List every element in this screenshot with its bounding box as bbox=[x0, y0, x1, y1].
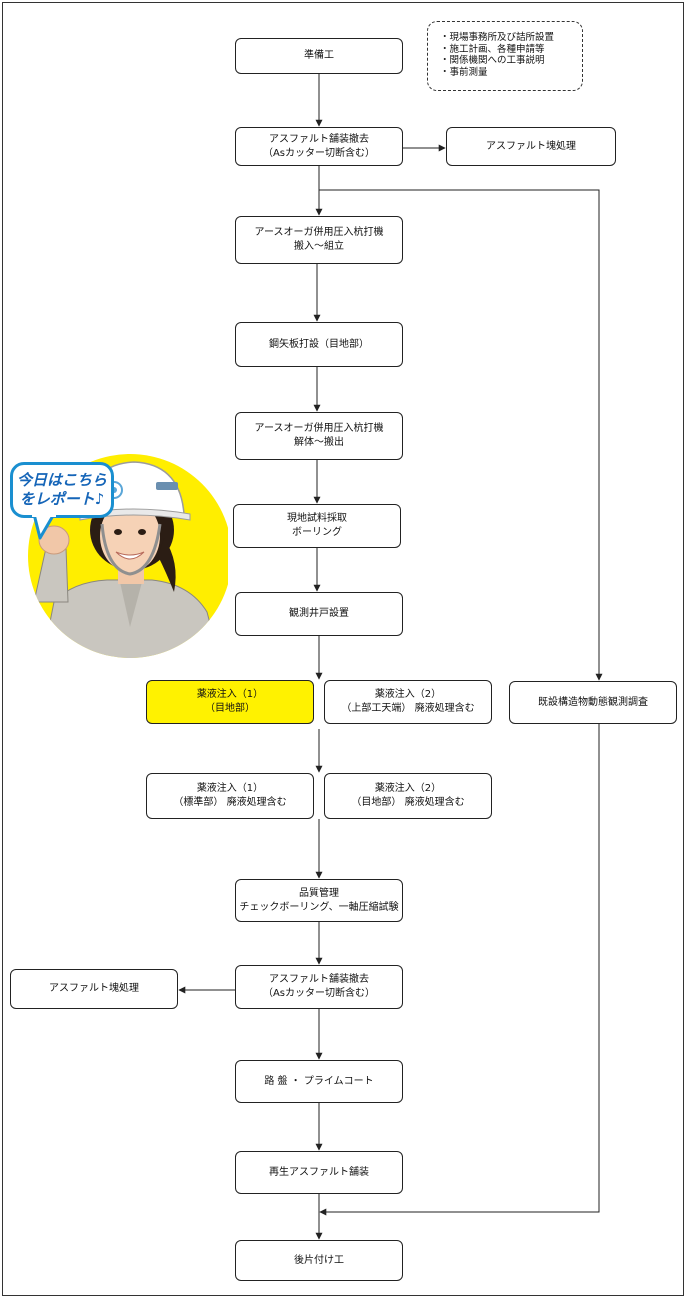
node-quality: 品質管理 チェックボーリング、一軸圧縮試験 bbox=[235, 879, 403, 922]
node-label: アースオーガ併用圧入杭打機 bbox=[254, 423, 384, 434]
node-label: 後片付け工 bbox=[294, 1254, 344, 1266]
node-roadbed: 路 盤 ・ プライムコート bbox=[235, 1060, 403, 1103]
node-repave: 再生アスファルト舗装 bbox=[235, 1151, 403, 1194]
node-asphalt-lump-2: アスファルト塊処理 bbox=[10, 969, 178, 1009]
callout-line: 今日はこちら bbox=[16, 471, 107, 489]
node-asphalt-lump-1: アスファルト塊処理 bbox=[446, 127, 616, 166]
node-sublabel: ボーリング bbox=[292, 527, 342, 538]
node-chem2-joint: 薬液注入（2） （目地部） 廃液処理含む bbox=[324, 773, 492, 819]
node-label: 薬液注入（2） bbox=[374, 783, 442, 794]
node-sublabel: （Asカッター切断含む） bbox=[262, 147, 376, 159]
node-auger-remove: アースオーガ併用圧入杭打機 解体～搬出 bbox=[235, 412, 403, 460]
node-label: 準備工 bbox=[304, 50, 334, 61]
node-auger-install: アースオーガ併用圧入杭打機 搬入～組立 bbox=[235, 216, 403, 264]
node-boring: 現地試料採取 ボーリング bbox=[233, 504, 401, 548]
note-item: ・関係機関への工事説明 bbox=[440, 55, 545, 66]
node-sublabel: チェックボーリング、一軸圧縮試験 bbox=[239, 901, 399, 913]
node-label: アスファルト塊処理 bbox=[49, 983, 139, 994]
node-chem2-top: 薬液注入（2） （上部工天端） 廃液処理含む bbox=[324, 680, 492, 724]
node-prep: 準備工 bbox=[235, 38, 403, 74]
preparation-notes: ・現場事務所及び詰所設置 ・施工計画、各種申請等 ・関係機関への工事説明 ・事前… bbox=[427, 21, 583, 91]
report-callout: 今日はこちら をレポート♪ bbox=[10, 462, 114, 518]
node-label: 薬液注入（1） bbox=[196, 783, 264, 794]
note-item: ・事前測量 bbox=[440, 66, 488, 78]
node-label: 鋼矢板打設（目地部） bbox=[269, 338, 369, 350]
note-item: ・現場事務所及び詰所設置 bbox=[440, 32, 555, 43]
node-label: アースオーガ併用圧入杭打機 bbox=[254, 227, 384, 238]
node-sheet-pile: 鋼矢板打設（目地部） bbox=[235, 322, 403, 367]
node-label: 観測井戸設置 bbox=[289, 608, 349, 619]
node-label: 既設構造物動態観測調査 bbox=[538, 696, 648, 708]
node-label: 薬液注入（1） bbox=[196, 689, 264, 700]
node-well: 観測井戸設置 bbox=[235, 592, 403, 636]
node-label: 薬液注入（2） bbox=[374, 689, 442, 700]
node-label: 品質管理 bbox=[299, 887, 339, 899]
node-label: アスファルト舗装撤去 bbox=[269, 133, 369, 145]
node-sublabel: （目地部） bbox=[205, 703, 255, 714]
node-sublabel: （標準部） 廃液処理含む bbox=[173, 797, 287, 808]
callout-tail bbox=[32, 514, 56, 540]
node-asphalt-removal-2: アスファルト舗装撤去 （Asカッター切断含む） bbox=[235, 965, 403, 1009]
node-chem1-joint: 薬液注入（1） （目地部） bbox=[146, 680, 314, 724]
note-item: ・施工計画、各種申請等 bbox=[440, 43, 545, 55]
node-sublabel: 搬入～組立 bbox=[294, 241, 344, 252]
node-asphalt-removal-1: アスファルト舗装撤去 （Asカッター切断含む） bbox=[235, 127, 403, 166]
node-label: アスファルト塊処理 bbox=[486, 140, 576, 152]
branch-to-monitoring bbox=[319, 189, 603, 681]
node-label: アスファルト舗装撤去 bbox=[269, 974, 369, 985]
node-label: 現地試料採取 bbox=[287, 513, 347, 524]
node-label: 再生アスファルト舗装 bbox=[269, 1166, 369, 1178]
node-cleanup: 後片付け工 bbox=[235, 1240, 403, 1281]
node-sublabel: （Asカッター切断含む） bbox=[262, 988, 376, 999]
node-chem1-std: 薬液注入（1） （標準部） 廃液処理含む bbox=[146, 773, 314, 819]
merge-from-monitoring bbox=[319, 724, 600, 1216]
node-sublabel: （上部工天端） 廃液処理含む bbox=[341, 703, 475, 714]
node-label: 路 盤 ・ プライムコート bbox=[264, 1075, 374, 1087]
node-monitoring: 既設構造物動態観測調査 bbox=[509, 681, 677, 724]
node-sublabel: 解体～搬出 bbox=[294, 437, 344, 448]
callout-line: をレポート♪ bbox=[19, 490, 105, 508]
node-sublabel: （目地部） 廃液処理含む bbox=[351, 797, 465, 808]
